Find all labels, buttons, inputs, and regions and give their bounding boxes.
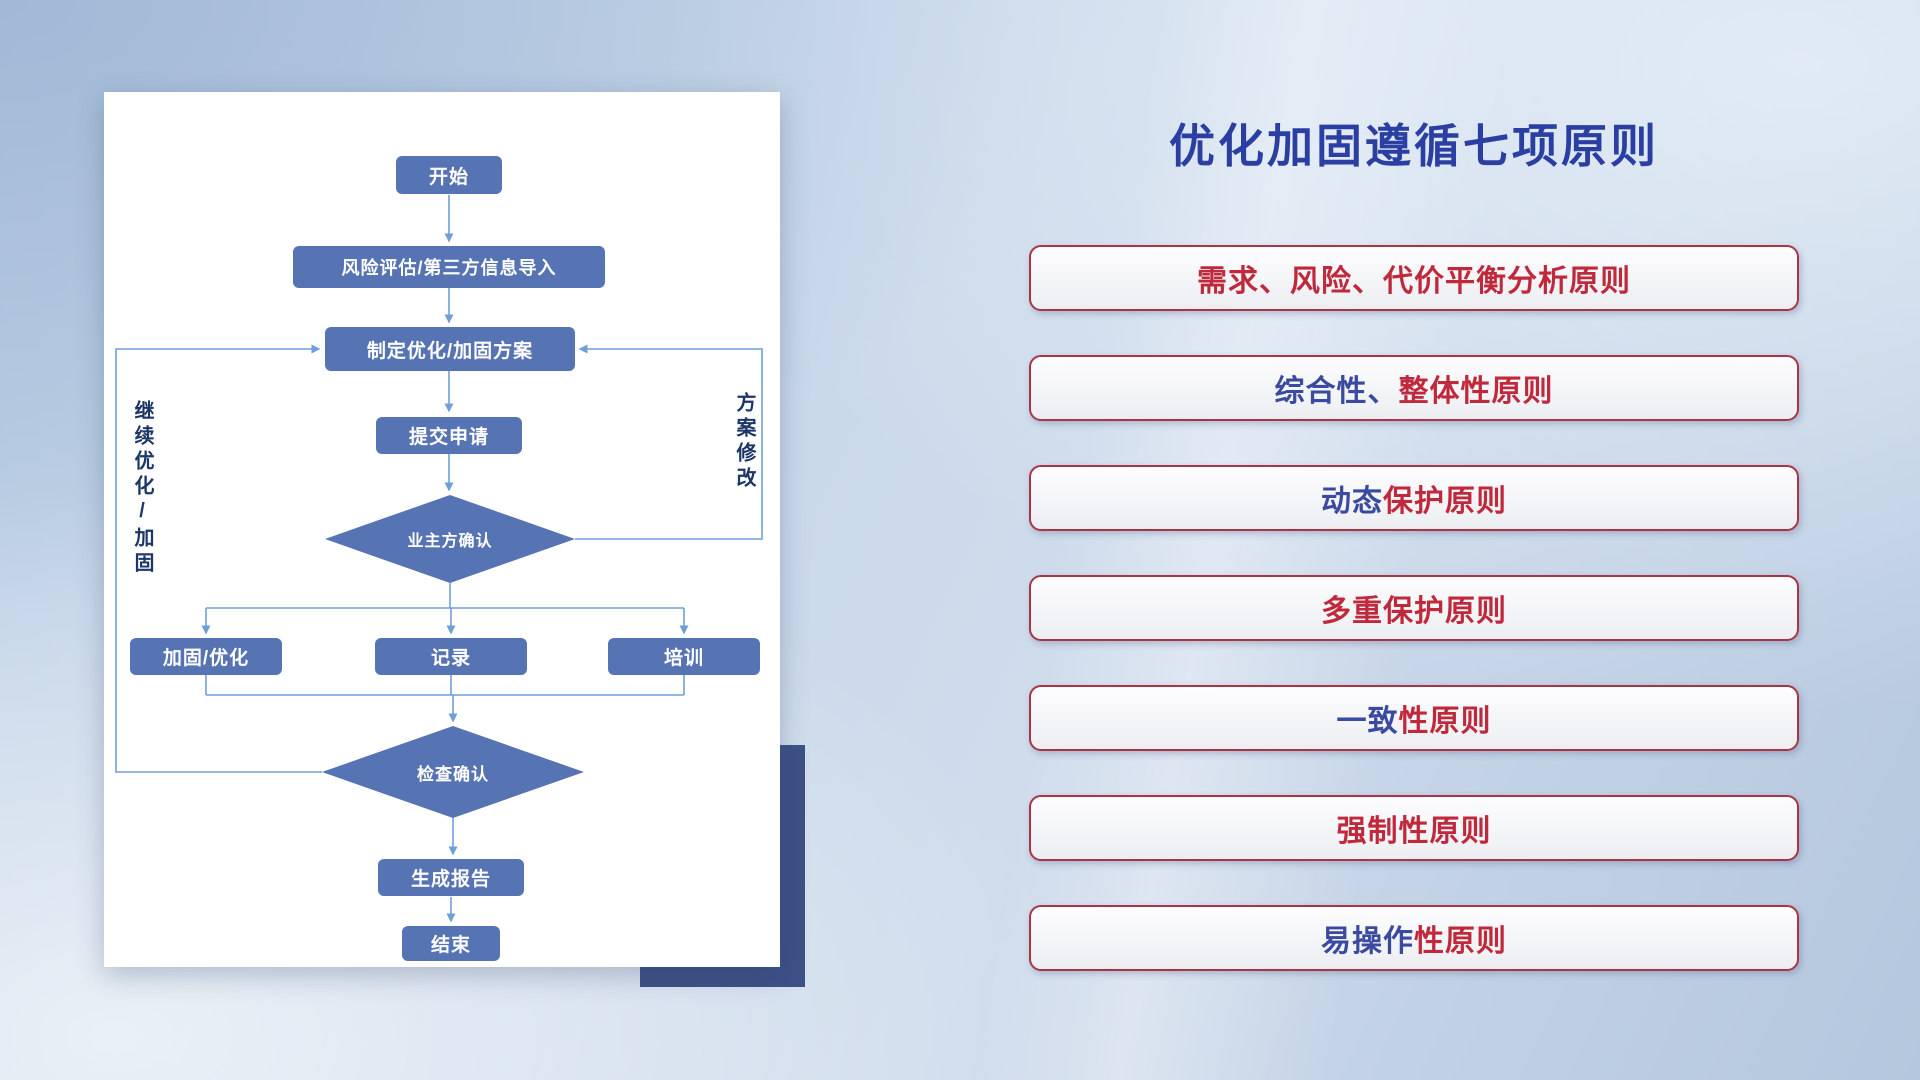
principle-text-segment: 性原则 [1414,925,1507,958]
flow-node-generate-report: 生成报告 [378,859,524,896]
flow-node-make-plan: 制定优化/加固方案 [325,327,575,371]
flow-node-submit-application: 提交申请 [376,417,522,454]
flow-node-risk-assessment: 风险评估/第三方信息导入 [293,246,605,288]
loop-label-continue-optimize: 继续优化/加固 [131,400,153,577]
principle-card: 综合性、整体性原则 [1029,355,1799,421]
principle-text-segment: 需求、风险、代价平衡分析原则 [1197,265,1631,298]
principle-card: 多重保护原则 [1029,575,1799,641]
principle-card: 易操作性原则 [1029,905,1799,971]
flow-node-record: 记录 [375,638,527,675]
principle-card: 强制性原则 [1029,795,1799,861]
page-title: 优化加固遵循七项原则 [1169,120,1659,172]
flowchart-card: 开始 风险评估/第三方信息导入 制定优化/加固方案 提交申请 业主方确认 加固/… [104,92,780,967]
principle-text-segment: 保护原则 [1383,485,1507,518]
flow-node-training: 培训 [608,638,760,675]
principle-card: 需求、风险、代价平衡分析原则 [1029,245,1799,311]
principle-card: 一致性原则 [1029,685,1799,751]
principles-list: 需求、风险、代价平衡分析原则综合性、整体性原则动态保护原则多重保护原则一致性原则… [1029,245,1799,1015]
principle-text-segment: 多重保护原则 [1321,595,1507,628]
principle-text-segment: 动态 [1321,485,1383,518]
principle-text-segment: 整体性原则 [1398,375,1554,408]
flow-node-start: 开始 [396,156,502,194]
principle-text-segment: 一致 [1336,705,1399,738]
flowchart-connectors [115,195,763,923]
principle-text-segment: 易操作 [1321,925,1414,958]
flow-node-harden-optimize: 加固/优化 [130,638,282,675]
principle-text-segment: 强制性原则 [1336,815,1492,848]
principle-text-segment: 综合性、 [1274,375,1399,408]
principle-card: 动态保护原则 [1029,465,1799,531]
loop-label-plan-revision: 方案修改 [733,392,755,492]
flow-node-end: 结束 [402,926,500,961]
principle-text-segment: 性原则 [1398,705,1492,738]
